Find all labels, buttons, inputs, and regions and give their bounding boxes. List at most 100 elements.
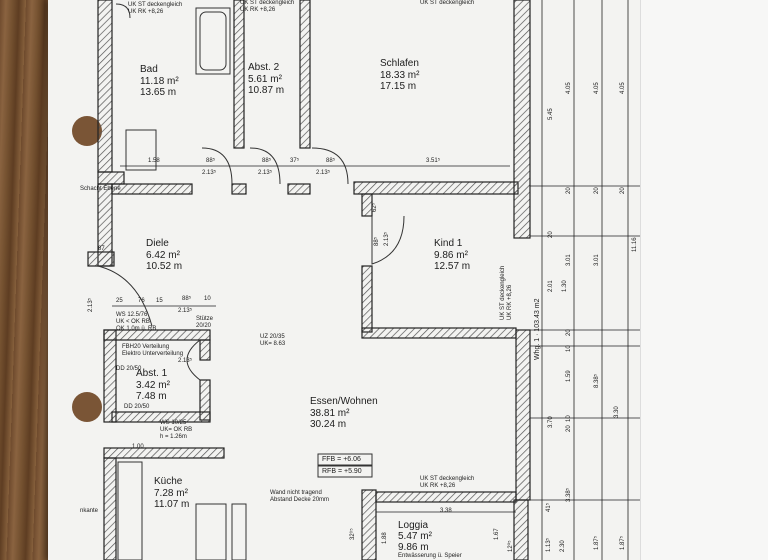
room-loggia: Loggia 5.47 m² 9.86 m Entwässerung ü. Sp…: [398, 520, 462, 560]
chain-dim: 20: [566, 329, 572, 336]
dim-label: 87: [98, 246, 105, 252]
dim-label: 88⁵: [374, 236, 380, 246]
dim-label: 32⁹⁵: [350, 528, 356, 540]
note-dd-a: DD 20/50: [116, 366, 142, 372]
room-kueche: Küche 7.28 m² 11.07 m: [154, 476, 189, 511]
room-area: 9.86 m²: [434, 249, 468, 261]
chain-dim: 1.59: [566, 370, 572, 382]
room-perimeter: 12.57 m: [434, 261, 471, 272]
dim-label: 2.13⁵: [258, 170, 273, 176]
room-perimeter: 7.48 m: [136, 391, 167, 402]
punch-hole-bottom: [72, 392, 102, 422]
chain-dim: 4.05: [620, 82, 626, 94]
dim-label: 2.13⁵: [384, 231, 390, 246]
chain-dim: 10: [566, 415, 572, 422]
chain-dim: 10: [566, 345, 572, 352]
room-area: 6.42 m²: [146, 249, 180, 261]
chain-dim: 20: [594, 187, 600, 194]
room-name: Küche: [154, 476, 183, 487]
dim-label: 3.51⁵: [426, 158, 441, 164]
room-abst2: Abst. 2 5.61 m² 10.87 m: [248, 62, 284, 97]
dim-label: 2.13⁵: [178, 308, 193, 314]
note-whg: Whg. 1 · 103.43 m2: [534, 298, 541, 360]
note-ws2: WS 10/25 UK= OK RB h = 1.26m: [160, 420, 193, 441]
dim-label: 15: [156, 298, 163, 304]
dim-label: 1.88: [382, 532, 388, 544]
chain-dim: 20: [620, 187, 626, 194]
room-kind1: Kind 1 9.86 m² 12.57 m: [434, 238, 470, 273]
room-area: 7.28 m²: [154, 487, 188, 499]
room-perimeter: 9.86 m: [398, 542, 429, 553]
chain-dim: 3.70: [548, 416, 554, 428]
dim-label: 2.13⁵: [178, 358, 193, 364]
room-bad: Bad 11.18 m² 13.65 m: [140, 64, 179, 99]
chain-dim: 3.01: [594, 254, 600, 266]
room-area: 38.81 m²: [310, 407, 350, 419]
note-fbh-elektro: FBH20 Verteilung Elektro Unterverteilung: [122, 344, 184, 358]
note-ukst-top-right: UK ST deckengleich: [420, 0, 475, 6]
note-nkante: nkante: [80, 508, 99, 514]
room-perimeter: 10.52 m: [146, 261, 183, 272]
room-name: Loggia: [398, 520, 429, 531]
dim-label: 62⁵: [372, 202, 378, 212]
chain-dim: 20: [566, 425, 572, 432]
dim-label: 88⁵: [182, 296, 192, 302]
chain-dim: 1.87⁵: [594, 535, 600, 550]
room-schlafen: Schlafen 18.33 m² 17.15 m: [380, 58, 419, 93]
dim-label: 12⁰⁵: [508, 540, 514, 552]
room-perimeter: 30.24 m: [310, 419, 347, 430]
punch-hole-top: [72, 116, 102, 146]
room-name: Abst. 2: [248, 62, 280, 73]
room-name: Abst. 1: [136, 368, 168, 379]
room-perimeter: 11.07 m: [154, 499, 190, 510]
room-perimeter: 13.65 m: [140, 87, 177, 98]
note-dd-b: DD 20/50: [124, 404, 150, 410]
dim-label: 2.13⁵: [88, 297, 94, 312]
room-area: 18.33 m²: [380, 69, 420, 81]
chain-dim: 8.38⁵: [594, 373, 600, 388]
chain-dim: 2.30: [560, 540, 566, 552]
chain-dim: 1.13⁵: [546, 537, 552, 552]
dim-label: 88⁵: [206, 158, 216, 164]
chain-dim: 4.05: [566, 82, 572, 94]
chain-dim: 3.01: [566, 254, 572, 266]
dim-label: 1.58: [148, 158, 160, 164]
dim-label: 88⁵: [326, 158, 336, 164]
room-perimeter: 17.15 m: [380, 81, 417, 92]
chain-dim: 20: [548, 231, 554, 238]
dim-label: 1.67: [494, 528, 500, 540]
room-area: 11.18 m²: [140, 75, 179, 87]
dim-label: 1.00: [132, 444, 144, 450]
room-name: Bad: [140, 64, 158, 75]
room-name: Kind 1: [434, 238, 463, 249]
note-uz: UZ 20/35 UK= 8.63: [260, 334, 286, 348]
dim-label: 3.38: [440, 508, 452, 514]
dim-label: 76: [138, 298, 145, 304]
chain-dim: 3.30: [614, 406, 620, 418]
walls: [87, 0, 531, 560]
room-area: 5.61 m²: [248, 73, 282, 85]
room-diele: Diele 6.42 m² 10.52 m: [146, 238, 182, 273]
dim-label: 10: [204, 296, 211, 302]
note-schacht: Schacht Ebene: [80, 186, 121, 192]
room-name: Essen/Wohnen: [310, 396, 378, 407]
dim-label: 37⁵: [290, 158, 300, 164]
dim-label: 2.13⁵: [316, 170, 331, 176]
room-perimeter: 10.87 m: [248, 85, 285, 96]
chain-dim: 3.38⁵: [566, 487, 572, 502]
dimension-sheet: [640, 0, 768, 560]
chain-dim: 41⁵: [546, 502, 552, 512]
chain-dim: 11.16: [632, 237, 638, 252]
dim-label: 25: [116, 298, 123, 304]
dim-label: 88⁵: [262, 158, 272, 164]
note-stuetze: Stütze 20/20: [196, 316, 214, 330]
room-name: Schlafen: [380, 58, 419, 69]
room-abst1: Abst. 1 3.42 m² 7.48 m: [136, 368, 170, 403]
room-area: 3.42 m²: [136, 379, 170, 391]
chain-dim: 1.87⁵: [620, 535, 626, 550]
note-rfb: RFB = +5.90: [322, 468, 362, 475]
